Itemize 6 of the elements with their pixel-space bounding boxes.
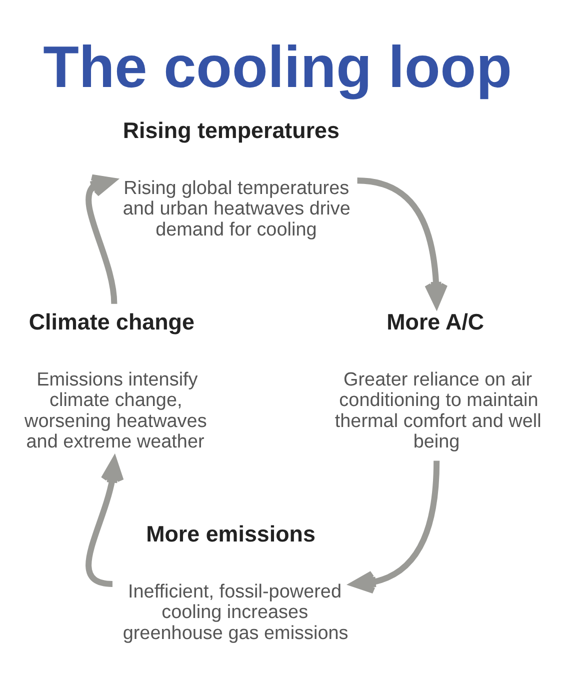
node-text: More A/C Greater reliance on air conditioning to maintain thermal comfort and well being — [334, 310, 542, 452]
arrow — [86, 174, 118, 304]
node-text: More emissions Inefficient, fossil-powered cooling increases greenhouse gas emissions — [122, 522, 348, 644]
node-text: Rising temperatures Rising global temperatures and urban heatwaves drive demand for cooling — [122, 118, 350, 240]
node-text: Climate change Emissions intensify climate change, worsening heatwaves and extreme weather — [24, 310, 207, 452]
diagram-title: The cooling loop — [43, 34, 512, 100]
